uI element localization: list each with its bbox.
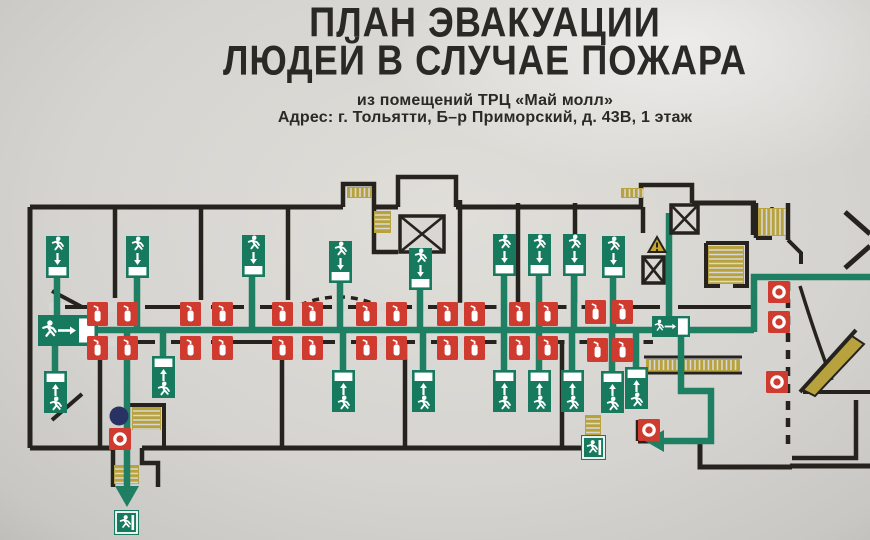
stairs-icon: [621, 188, 644, 198]
fire-extinguisher-icon: [87, 336, 108, 360]
fire-extinguisher-icon: [117, 302, 138, 326]
fire-hydrant-icon: [768, 311, 790, 333]
evac-sign-horizontal: [652, 316, 690, 337]
fire-extinguisher-icon: [509, 336, 530, 360]
fire-extinguisher-icon: [302, 302, 323, 326]
fire-extinguisher-icon: [464, 302, 485, 326]
exit-sign-icon: [581, 435, 606, 460]
plan-title-line2: ЛЮДЕЙ В СЛУЧАЕ ПОЖАРА: [222, 38, 748, 85]
evac-sign-up: [601, 371, 624, 413]
evac-sign-down: [602, 236, 625, 278]
evac-sign-up: [561, 370, 584, 412]
elevator-icon: [641, 255, 666, 285]
evac-sign-up: [528, 370, 551, 412]
you-are-here-marker: [109, 406, 129, 426]
elevator-icon: [398, 214, 446, 254]
title-block: ПЛАН ЭВАКУАЦИИ ЛЮДЕЙ В СЛУЧАЕ ПОЖАРА из …: [95, 0, 870, 126]
evac-sign-up: [152, 356, 175, 398]
fire-extinguisher-icon: [437, 336, 458, 360]
fire-extinguishers: [87, 300, 633, 362]
fire-hydrant-icon: [768, 281, 790, 303]
fire-extinguisher-icon: [386, 302, 407, 326]
fire-extinguisher-icon: [537, 336, 558, 360]
evac-sign-up: [332, 370, 355, 412]
fire-extinguisher-icon: [356, 302, 377, 326]
fire-extinguisher-icon: [356, 336, 377, 360]
fire-extinguisher-icon: [212, 336, 233, 360]
fire-hydrant-icon: [638, 419, 660, 441]
plan-subtitle-address: Адрес: г. Тольятти, Б–р Приморский, д. 4…: [277, 108, 693, 126]
stairs-icon: [646, 359, 740, 371]
evac-sign-down: [409, 248, 432, 290]
fire-extinguisher-icon: [180, 302, 201, 326]
evac-sign-down: [528, 234, 551, 276]
stairs-icon: [347, 187, 372, 198]
evac-sign-up: [493, 370, 516, 412]
evac-sign-down: [242, 235, 265, 277]
elevator-icon: [669, 203, 700, 235]
fire-extinguisher-icon: [272, 336, 293, 360]
fire-hydrant-icon: [766, 371, 788, 393]
fire-extinguisher-icon: [117, 336, 138, 360]
fire-hydrant-icon: [109, 428, 131, 450]
fire-extinguisher-icon: [212, 302, 233, 326]
stairs-icon: [132, 407, 161, 430]
warning-triangle-icon: [646, 234, 668, 253]
plan-title-line1: ПЛАН ЭВАКУАЦИИ: [309, 0, 661, 46]
evac-sign-down: [46, 236, 69, 278]
route-arrow-icon: [115, 486, 139, 507]
fire-extinguisher-icon: [537, 302, 558, 326]
evacuation-routes: [51, 213, 870, 507]
fire-extinguisher-icon: [87, 302, 108, 326]
fire-extinguisher-icon: [464, 336, 485, 360]
exit-signs: [114, 435, 606, 535]
evac-sign-down: [493, 234, 516, 276]
evac-sign-up: [412, 370, 435, 412]
fire-extinguisher-icon: [509, 302, 530, 326]
evac-sign-up: [625, 367, 648, 409]
evac-sign-down: [329, 241, 352, 283]
fire-extinguisher-icon: [587, 338, 608, 362]
escalator-icon: [801, 334, 866, 398]
fire-extinguisher-icon: [386, 336, 407, 360]
elevators: [398, 203, 700, 285]
stairs-icon: [708, 246, 744, 284]
exit-sign-icon: [114, 510, 139, 535]
evac-sign-up: [44, 371, 67, 413]
evac-sign-down: [563, 234, 586, 276]
fire-extinguisher-icon: [180, 336, 201, 360]
fire-extinguisher-icon: [302, 336, 323, 360]
stairs-icon: [758, 208, 786, 236]
fire-extinguisher-icon: [437, 302, 458, 326]
stairs-icon: [374, 211, 391, 233]
fire-extinguisher-icon: [612, 300, 633, 324]
fire-extinguisher-icon: [272, 302, 293, 326]
plan-subtitle-premises: из помещений ТРЦ «Май молл»: [356, 91, 614, 109]
evac-sign-down: [126, 236, 149, 278]
fire-hydrants: [109, 281, 790, 450]
fire-extinguisher-icon: [585, 300, 606, 324]
fire-extinguisher-icon: [612, 338, 633, 362]
